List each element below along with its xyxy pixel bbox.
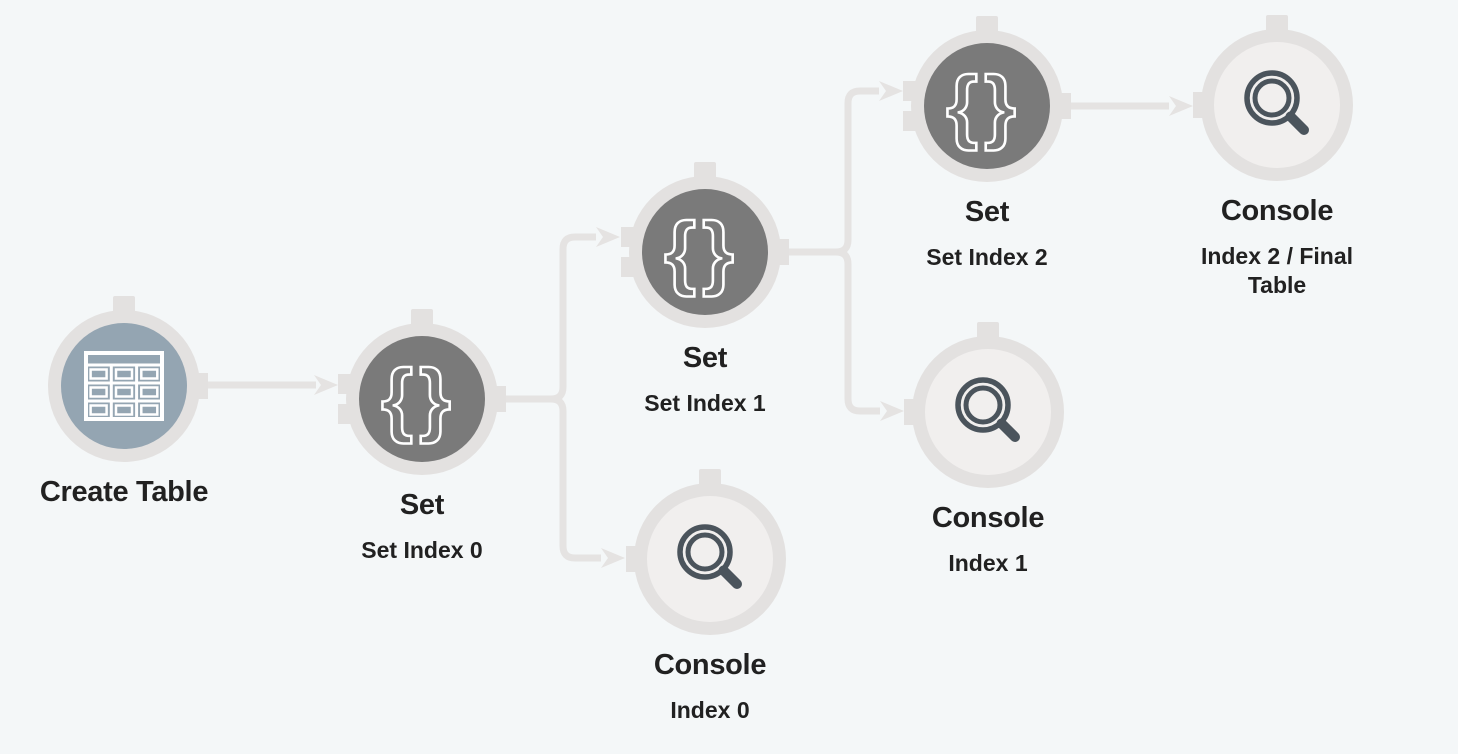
arrowhead-icon bbox=[1169, 96, 1193, 116]
arrowhead-icon bbox=[596, 227, 620, 247]
node-console-final[interactable]: Console Index 2 / Final Table bbox=[1193, 15, 1353, 298]
wire-set0-to-console0[interactable] bbox=[505, 395, 601, 562]
svg-text:{}: {} bbox=[946, 61, 1022, 152]
magnifier-icon bbox=[677, 524, 742, 589]
node-subtitle: Index 1 bbox=[948, 550, 1028, 576]
node-body[interactable] bbox=[1214, 42, 1340, 168]
node-title: Set bbox=[964, 196, 1010, 228]
node-set-index-1[interactable]: {} Set Set Index 1 bbox=[621, 162, 789, 416]
svg-text:{}: {} bbox=[664, 207, 740, 298]
svg-text:{}: {} bbox=[381, 354, 457, 445]
arrowhead-icon bbox=[879, 81, 903, 101]
node-body[interactable]: {} bbox=[924, 43, 1050, 169]
node-subtitle: Index 0 bbox=[670, 697, 750, 723]
node-title: Console bbox=[931, 502, 1045, 534]
node-set-index-0[interactable]: {} Set Set Index 0 bbox=[338, 309, 506, 563]
node-console-index-1[interactable]: Console Index 1 bbox=[904, 322, 1064, 576]
braces-icon: {} bbox=[380, 352, 457, 446]
node-body[interactable] bbox=[647, 496, 773, 622]
node-title: Console bbox=[653, 649, 767, 681]
node-set-index-2[interactable]: {} Set Set Index 2 bbox=[903, 16, 1071, 270]
arrowhead-icon bbox=[314, 375, 338, 395]
wire-set1-to-console1[interactable] bbox=[788, 248, 880, 415]
node-body[interactable] bbox=[925, 349, 1051, 475]
node-subtitle: Set Index 2 bbox=[926, 244, 1048, 270]
braces-icon: {} bbox=[663, 205, 740, 299]
node-create-table[interactable]: Create Table bbox=[40, 296, 208, 508]
magnifier-icon bbox=[955, 377, 1020, 442]
node-title: Create Table bbox=[39, 476, 209, 508]
node-subtitle: Index 2 / Final Table bbox=[1200, 243, 1354, 298]
node-body[interactable]: {} bbox=[359, 336, 485, 462]
node-body[interactable]: {} bbox=[642, 189, 768, 315]
magnifier-icon bbox=[1244, 70, 1309, 135]
node-subtitle: Set Index 0 bbox=[361, 537, 483, 563]
table-grid-icon bbox=[84, 351, 164, 421]
node-console-index-0[interactable]: Console Index 0 bbox=[626, 469, 786, 723]
node-subtitle: Set Index 1 bbox=[644, 390, 766, 416]
arrowhead-icon bbox=[880, 401, 904, 421]
arrowhead-icon bbox=[601, 548, 625, 568]
node-title: Set bbox=[682, 342, 728, 374]
node-title: Console bbox=[1220, 195, 1334, 227]
node-body[interactable] bbox=[61, 323, 187, 449]
node-title: Set bbox=[399, 489, 445, 521]
braces-icon: {} bbox=[945, 59, 1022, 153]
